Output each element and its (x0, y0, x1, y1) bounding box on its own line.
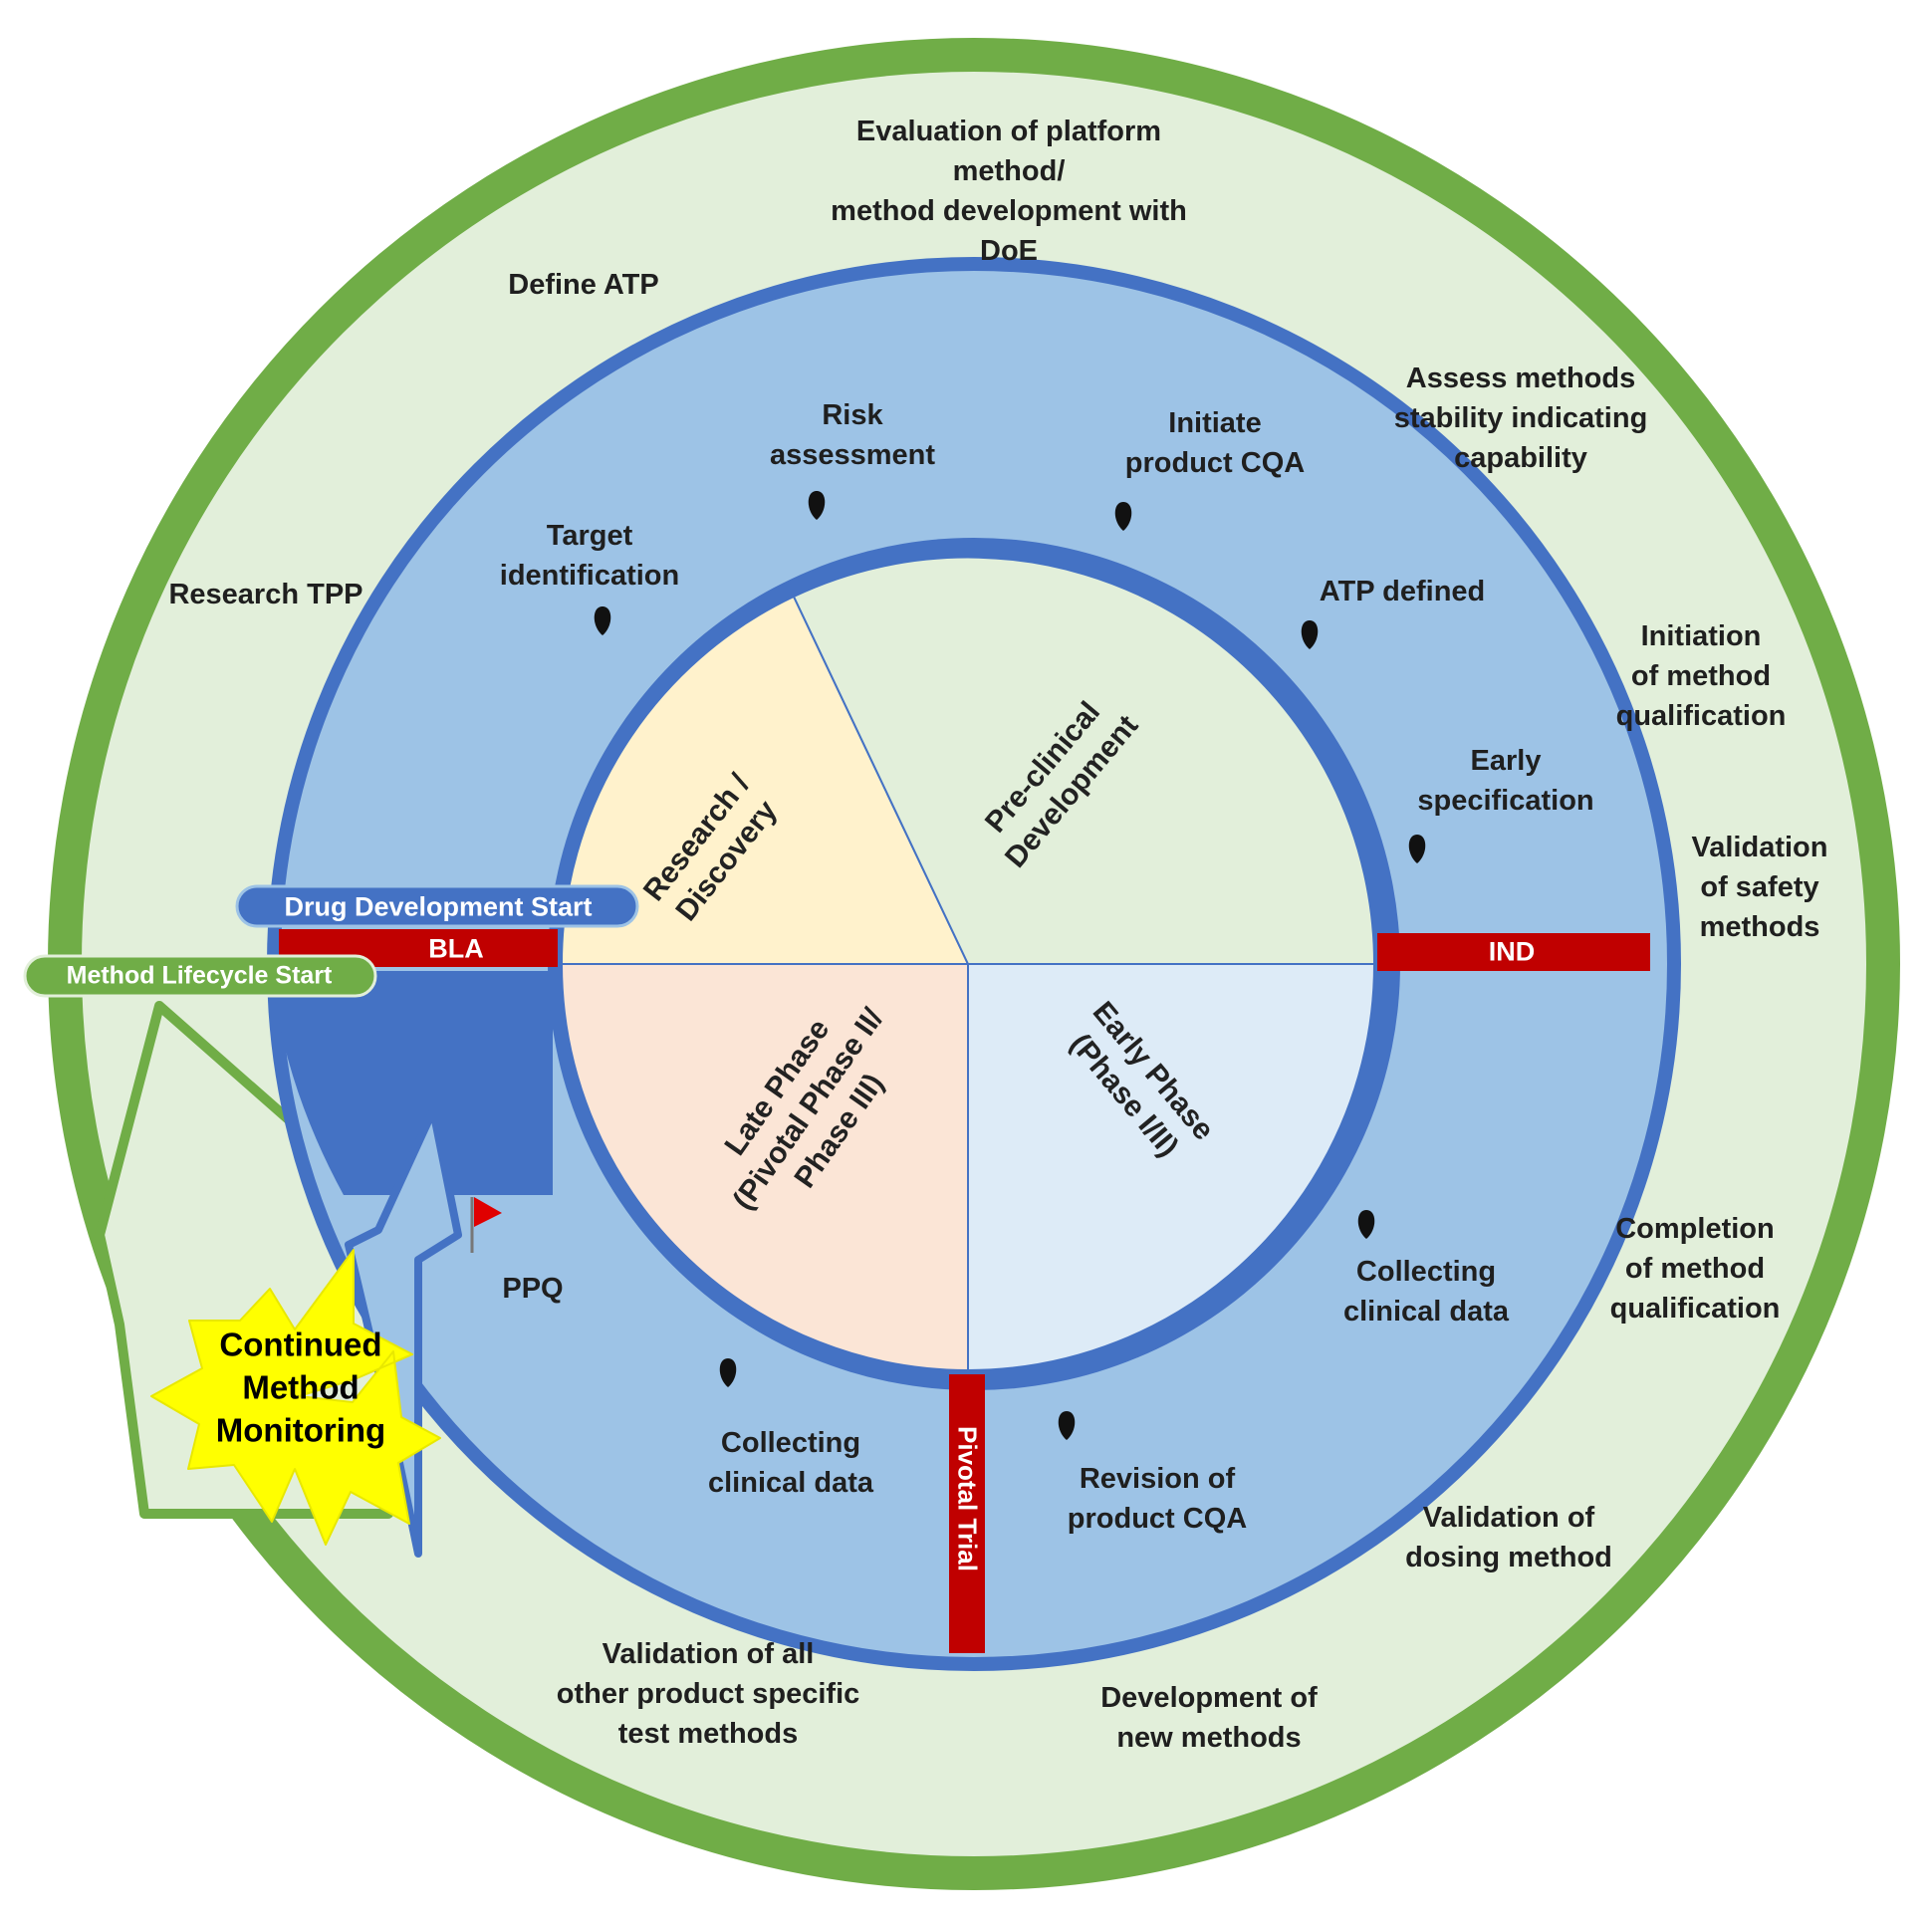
drug-development-start-label: Drug Development Start (284, 891, 593, 922)
step-initiation-qualification: Initiation of method qualification (1615, 620, 1787, 732)
step-evaluation-platform: Evaluation of platform method/ method de… (831, 116, 1187, 267)
map-pin-icon (1357, 1210, 1375, 1239)
map-pin-icon (1408, 835, 1426, 863)
step-completion-qualification: Completion of method qualification (1609, 1213, 1781, 1325)
continued-monitoring-label: Continued Method Monitoring (215, 1326, 386, 1449)
step-atp-defined: ATP defined (1319, 576, 1486, 607)
step-revision-of-product-cqa: Revision of product CQA (1067, 1463, 1248, 1535)
pivotal-trial-bar (949, 1374, 985, 1653)
step-define-atp: Define ATP (508, 269, 659, 301)
step-validation-safety: Validation of safety methods (1691, 832, 1828, 943)
step-validation-all-other: Validation of all other product specific… (556, 1638, 860, 1750)
drug-development-start-pill (235, 884, 639, 928)
step-target-identification: Target identification (499, 520, 680, 592)
wedge-preclinical (792, 556, 1376, 965)
ind-bar (1377, 933, 1650, 971)
map-pin-icon (1301, 620, 1319, 649)
wedge-late-phase (560, 963, 969, 1372)
map-pin-icon (808, 491, 826, 520)
wedge-early-phase (967, 963, 1376, 1372)
step-assess-methods: Assess methods stability indicating capa… (1393, 362, 1648, 474)
step-risk-assessment: Risk assessment (769, 399, 936, 471)
continued-monitoring-burst (150, 1249, 441, 1546)
method-lifecycle-start-label: Method Lifecycle Start (66, 961, 333, 990)
dark-blue-wedge (271, 971, 553, 1195)
drug-development-arrow (345, 1106, 462, 1558)
step-collecting-clinical-data-late: Collecting clinical data (707, 1427, 874, 1499)
map-pin-icon (594, 606, 611, 635)
step-ppq: PPQ (502, 1273, 564, 1305)
step-research-tpp: Research TPP (168, 579, 363, 610)
step-development-new-methods: Development of new methods (1100, 1682, 1318, 1754)
map-pin-icon (719, 1358, 737, 1387)
map-pin-icon (1058, 1411, 1076, 1440)
pivotal-trial-label: Pivotal Trial (952, 1426, 983, 1571)
step-initiate-product-cqa: Initiate product CQA (1124, 407, 1306, 479)
step-validation-dosing: Validation of dosing method (1405, 1502, 1612, 1573)
step-collecting-clinical-data-early: Collecting clinical data (1342, 1256, 1510, 1328)
map-pin-icon (1114, 502, 1132, 531)
method-lifecycle-start-pill (23, 954, 377, 998)
step-early-specification: Early specification (1417, 745, 1594, 817)
ind-label: IND (1488, 936, 1536, 967)
bla-label: BLA (428, 933, 484, 964)
red-flag-icon (470, 1197, 502, 1253)
